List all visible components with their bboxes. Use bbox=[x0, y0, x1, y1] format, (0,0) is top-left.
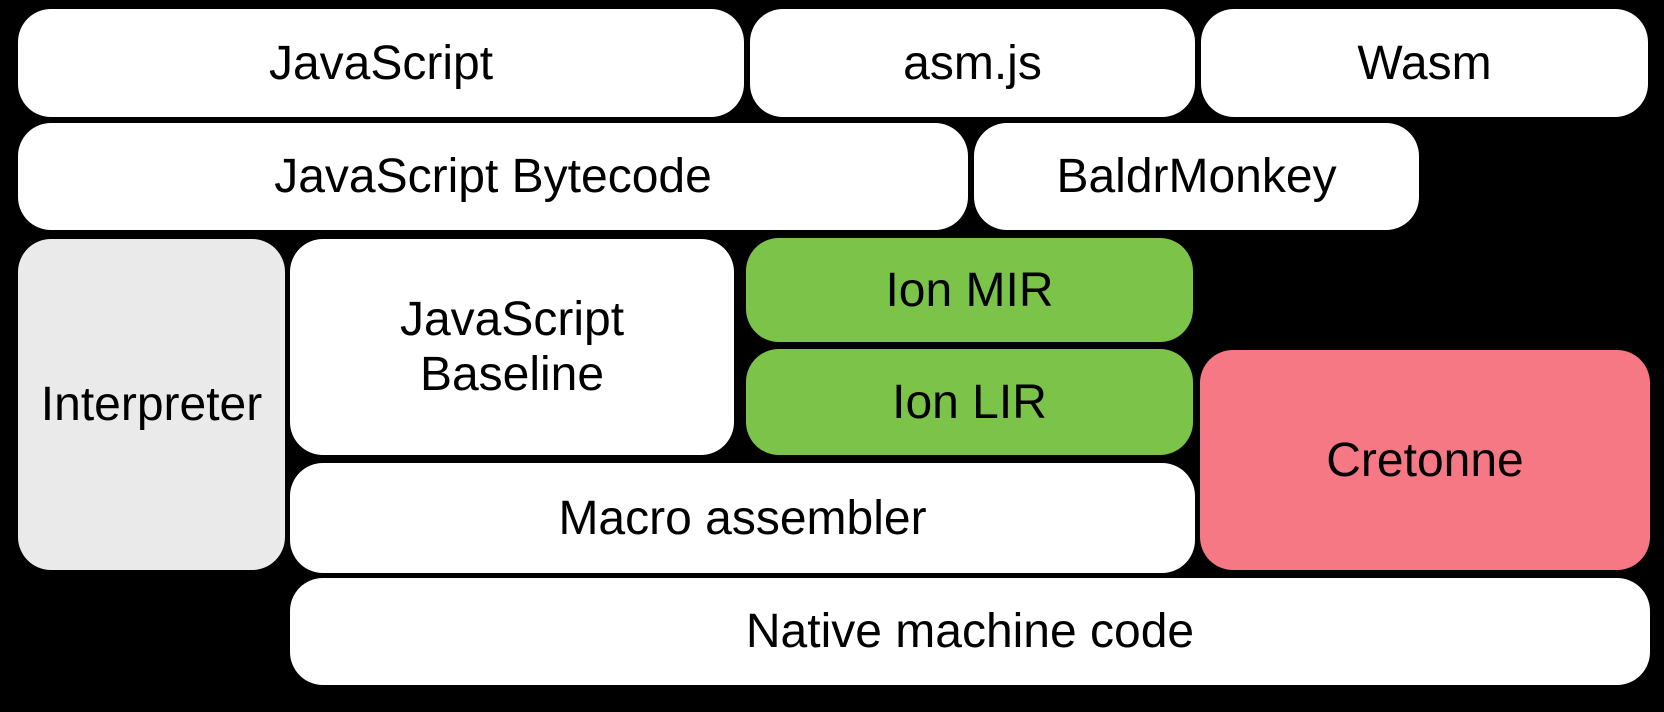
box-macro-assembler: Macro assembler bbox=[290, 463, 1195, 573]
box-cretonne: Cretonne bbox=[1200, 350, 1650, 570]
box-javascript-label: JavaScript bbox=[268, 36, 494, 90]
box-javascript-bytecode: JavaScript Bytecode bbox=[18, 123, 968, 230]
box-interpreter-label: Interpreter bbox=[40, 378, 263, 431]
box-javascript-bytecode-label: JavaScript Bytecode bbox=[274, 150, 712, 203]
box-asmjs: asm.js bbox=[750, 9, 1195, 117]
box-wasm-label: Wasm bbox=[1357, 36, 1492, 90]
box-native-machine-code: Native machine code bbox=[290, 578, 1650, 685]
box-javascript-baseline: JavaScript Baseline bbox=[290, 239, 734, 455]
box-ion-lir-label: Ion LIR bbox=[892, 375, 1047, 429]
box-wasm: Wasm bbox=[1201, 9, 1648, 117]
box-native-machine-code-label: Native machine code bbox=[745, 605, 1195, 658]
box-asmjs-label: asm.js bbox=[903, 36, 1042, 90]
box-ion-mir: Ion MIR bbox=[746, 238, 1193, 342]
box-interpreter: Interpreter bbox=[18, 239, 285, 570]
box-ion-mir-label: Ion MIR bbox=[885, 263, 1054, 317]
box-macro-assembler-label: Macro assembler bbox=[558, 491, 927, 545]
box-cretonne-label: Cretonne bbox=[1326, 433, 1524, 487]
box-javascript: JavaScript bbox=[18, 9, 744, 117]
box-javascript-baseline-label: JavaScript Baseline bbox=[399, 293, 625, 401]
box-baldrmonkey: BaldrMonkey bbox=[974, 123, 1419, 230]
box-ion-lir: Ion LIR bbox=[746, 349, 1193, 455]
box-baldrmonkey-label: BaldrMonkey bbox=[1056, 150, 1337, 203]
